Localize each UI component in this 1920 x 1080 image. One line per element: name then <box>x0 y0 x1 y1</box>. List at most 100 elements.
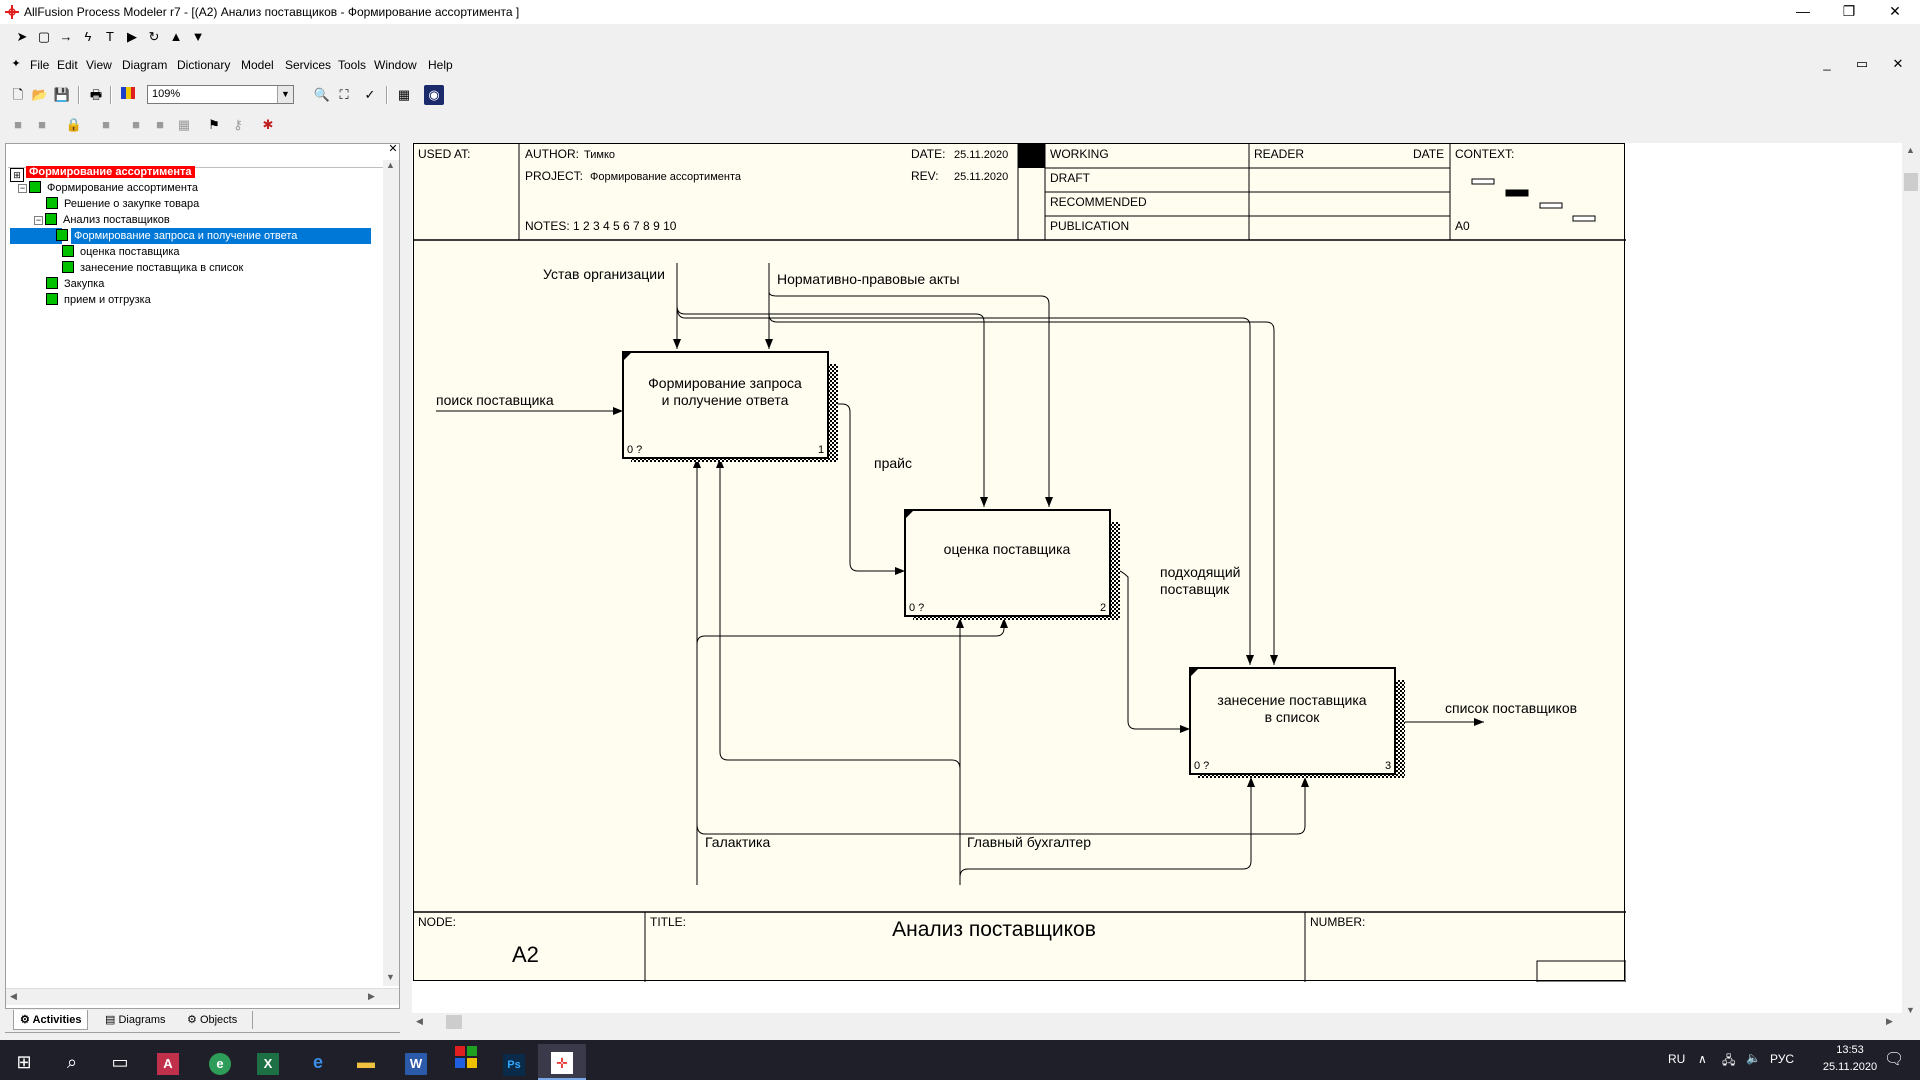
tray-chevron-icon[interactable]: ∧ <box>1698 1052 1707 1066</box>
zoom-fit-icon[interactable]: ⛶ <box>339 87 349 102</box>
input-method[interactable]: РУС <box>1770 1052 1795 1066</box>
language-indicator[interactable]: RU <box>1668 1052 1686 1066</box>
mdi-app-icon[interactable]: ✦ <box>11 58 21 70</box>
diagram-horizontal-scrollbar[interactable]: ◀ ▶ <box>412 1013 1902 1031</box>
mart-merge-icon[interactable]: ■ <box>132 117 140 132</box>
close-window-button[interactable]: ✕ <box>1889 3 1901 19</box>
tab-diagrams[interactable]: ▤ Diagrams <box>105 1014 166 1026</box>
menu-window[interactable]: Window <box>374 58 417 72</box>
label-charter[interactable]: Устав организации <box>543 266 665 282</box>
label-suitable-line1[interactable]: подходящий <box>1160 564 1240 580</box>
model-mart-icon[interactable]: ◉ <box>424 85 444 105</box>
mart-key-icon[interactable]: ⚷ <box>233 117 243 132</box>
tree-item[interactable]: −Формирование ассортимента <box>18 181 198 194</box>
label-search-supplier[interactable]: поиск поставщика <box>436 392 554 408</box>
lock-icon[interactable]: 🔒 <box>65 117 83 132</box>
zoom-select[interactable]: 109% ▼ <box>147 85 294 104</box>
minimize-window-button[interactable]: — <box>1796 3 1810 19</box>
notifications-icon[interactable]: 🗨 <box>1884 1051 1905 1068</box>
activity-box-1[interactable]: Формирование запроса и получение ответа … <box>622 351 838 462</box>
tree-item[interactable]: Решение о закупке товара <box>10 196 371 212</box>
spellcheck-icon[interactable]: ✓ <box>364 87 376 102</box>
arrow-legal-to-2[interactable] <box>768 291 1053 507</box>
scroll-down-icon[interactable]: ▼ <box>386 972 395 982</box>
pointer-tool-icon[interactable]: ➤ <box>16 29 28 44</box>
mart-save-icon[interactable]: ■ <box>102 117 110 132</box>
mdi-close-button[interactable]: ✕ <box>1892 56 1904 71</box>
scroll-right-icon[interactable]: ▶ <box>368 991 375 1001</box>
scroll-down-icon[interactable]: ▼ <box>1906 1005 1915 1015</box>
tree-item[interactable]: занесение поставщика в список <box>10 260 371 276</box>
volume-icon[interactable]: 🔈 <box>1746 1051 1761 1065</box>
scroll-up-icon[interactable]: ▲ <box>386 160 395 170</box>
scroll-up-icon[interactable]: ▲ <box>1906 145 1915 155</box>
search-icon[interactable]: ⌕ <box>66 1052 78 1072</box>
process-modeler-taskbar-icon[interactable]: ✛ <box>538 1044 586 1080</box>
menu-services[interactable]: Services <box>285 58 332 72</box>
print-icon[interactable]: 🖶 <box>89 87 103 102</box>
mart-connect-icon[interactable]: ■ <box>14 117 22 132</box>
tree-vertical-scrollbar[interactable]: ▲ ▼ <box>383 160 399 986</box>
menu-model[interactable]: Model <box>241 58 274 72</box>
color-palette-icon[interactable] <box>118 85 138 105</box>
arrow-galaktika-to-2[interactable] <box>696 618 1008 645</box>
tree-horizontal-scrollbar[interactable]: ◀ ▶ <box>6 988 399 1005</box>
edge-icon[interactable]: e <box>312 1052 323 1072</box>
restore-window-button[interactable]: ❐ <box>1842 3 1856 19</box>
menu-help[interactable]: Help <box>428 58 453 72</box>
arrow-legal-to-3[interactable] <box>768 313 1278 665</box>
start-windows-icon[interactable]: ⊞ <box>16 1052 32 1072</box>
mart-open-icon[interactable]: ■ <box>38 117 46 132</box>
mdi-minimize-button[interactable]: _ <box>1823 56 1831 71</box>
menu-dictionary[interactable]: Dictionary <box>177 58 231 72</box>
task-view-icon[interactable]: ▭ <box>111 1052 129 1072</box>
label-price[interactable]: прайс <box>874 455 912 471</box>
tree-item[interactable]: Закупка <box>10 276 371 292</box>
tree-item[interactable]: −Анализ поставщиков <box>34 213 170 226</box>
new-file-icon[interactable]: 🗋 <box>12 87 24 102</box>
clock-date[interactable]: 25.11.2020 <box>1822 1061 1878 1073</box>
menu-tools[interactable]: Tools <box>338 58 367 72</box>
close-panel-icon[interactable]: ✕ <box>388 143 398 155</box>
scroll-right-icon[interactable]: ▶ <box>1886 1016 1893 1026</box>
scroll-thumb[interactable] <box>446 1015 462 1029</box>
photoshop-icon[interactable]: Ps <box>490 1044 538 1080</box>
arrow-price[interactable] <box>828 403 905 575</box>
zoom-in-icon[interactable]: 🔍 <box>313 87 331 102</box>
arrow-galaktika-to-3[interactable] <box>696 777 1309 835</box>
model-explorer-icon[interactable]: ▦ <box>397 87 411 102</box>
tab-activities[interactable]: ⚙ Activities <box>13 1010 89 1030</box>
go-down-icon[interactable]: ▼ <box>191 29 205 44</box>
squiggle-tool-icon[interactable]: ϟ <box>84 29 92 44</box>
activity-box-3[interactable]: занесение поставщика в список 0 ? 3 <box>1189 667 1405 778</box>
edge-green-icon[interactable]: e <box>196 1044 244 1080</box>
clock-time[interactable]: 13:53 <box>1836 1044 1864 1056</box>
activity-box-2[interactable]: оценка поставщика 0 ? 2 <box>904 509 1120 620</box>
menu-edit[interactable]: Edit <box>57 58 78 72</box>
colorful-app-icon[interactable] <box>442 1044 490 1080</box>
label-galaktika[interactable]: Галактика <box>705 834 770 850</box>
chevron-down-icon[interactable]: ▼ <box>277 86 293 103</box>
label-supplier-list[interactable]: список поставщиков <box>1445 700 1577 716</box>
go-up-icon[interactable]: ▲ <box>169 29 183 44</box>
mdi-restore-button[interactable]: ▭ <box>1855 56 1869 71</box>
scroll-left-icon[interactable]: ◀ <box>10 991 17 1001</box>
label-legal-acts[interactable]: Нормативно-правовые акты <box>777 271 960 287</box>
menu-file[interactable]: File <box>30 58 50 72</box>
box-tool-icon[interactable]: ▢ <box>37 29 51 44</box>
arrow-accountant-to-1[interactable] <box>716 458 961 770</box>
mart-grid-icon[interactable]: ▦ <box>177 117 191 132</box>
mart-users-icon[interactable]: ⚑ <box>208 117 220 132</box>
tree-item[interactable]: прием и отгрузка <box>10 292 371 308</box>
word-icon[interactable]: W <box>392 1044 440 1080</box>
diagram-vertical-scrollbar[interactable]: ▲ ▼ <box>1902 143 1920 1027</box>
arrow-accountant-to-3[interactable] <box>959 777 1255 878</box>
collapse-icon[interactable]: − <box>34 215 43 225</box>
mart-compare-icon[interactable]: ■ <box>156 117 164 132</box>
network-icon[interactable]: 🖧 <box>1722 1053 1736 1067</box>
arrow-charter-to-3[interactable] <box>676 305 1254 665</box>
mart-report-icon[interactable]: ✱ <box>262 117 274 132</box>
file-explorer-icon[interactable]: ▬ <box>357 1052 375 1072</box>
label-chief-accountant[interactable]: Главный бухгалтер <box>967 834 1091 850</box>
open-file-icon[interactable]: 📂 <box>31 87 49 102</box>
